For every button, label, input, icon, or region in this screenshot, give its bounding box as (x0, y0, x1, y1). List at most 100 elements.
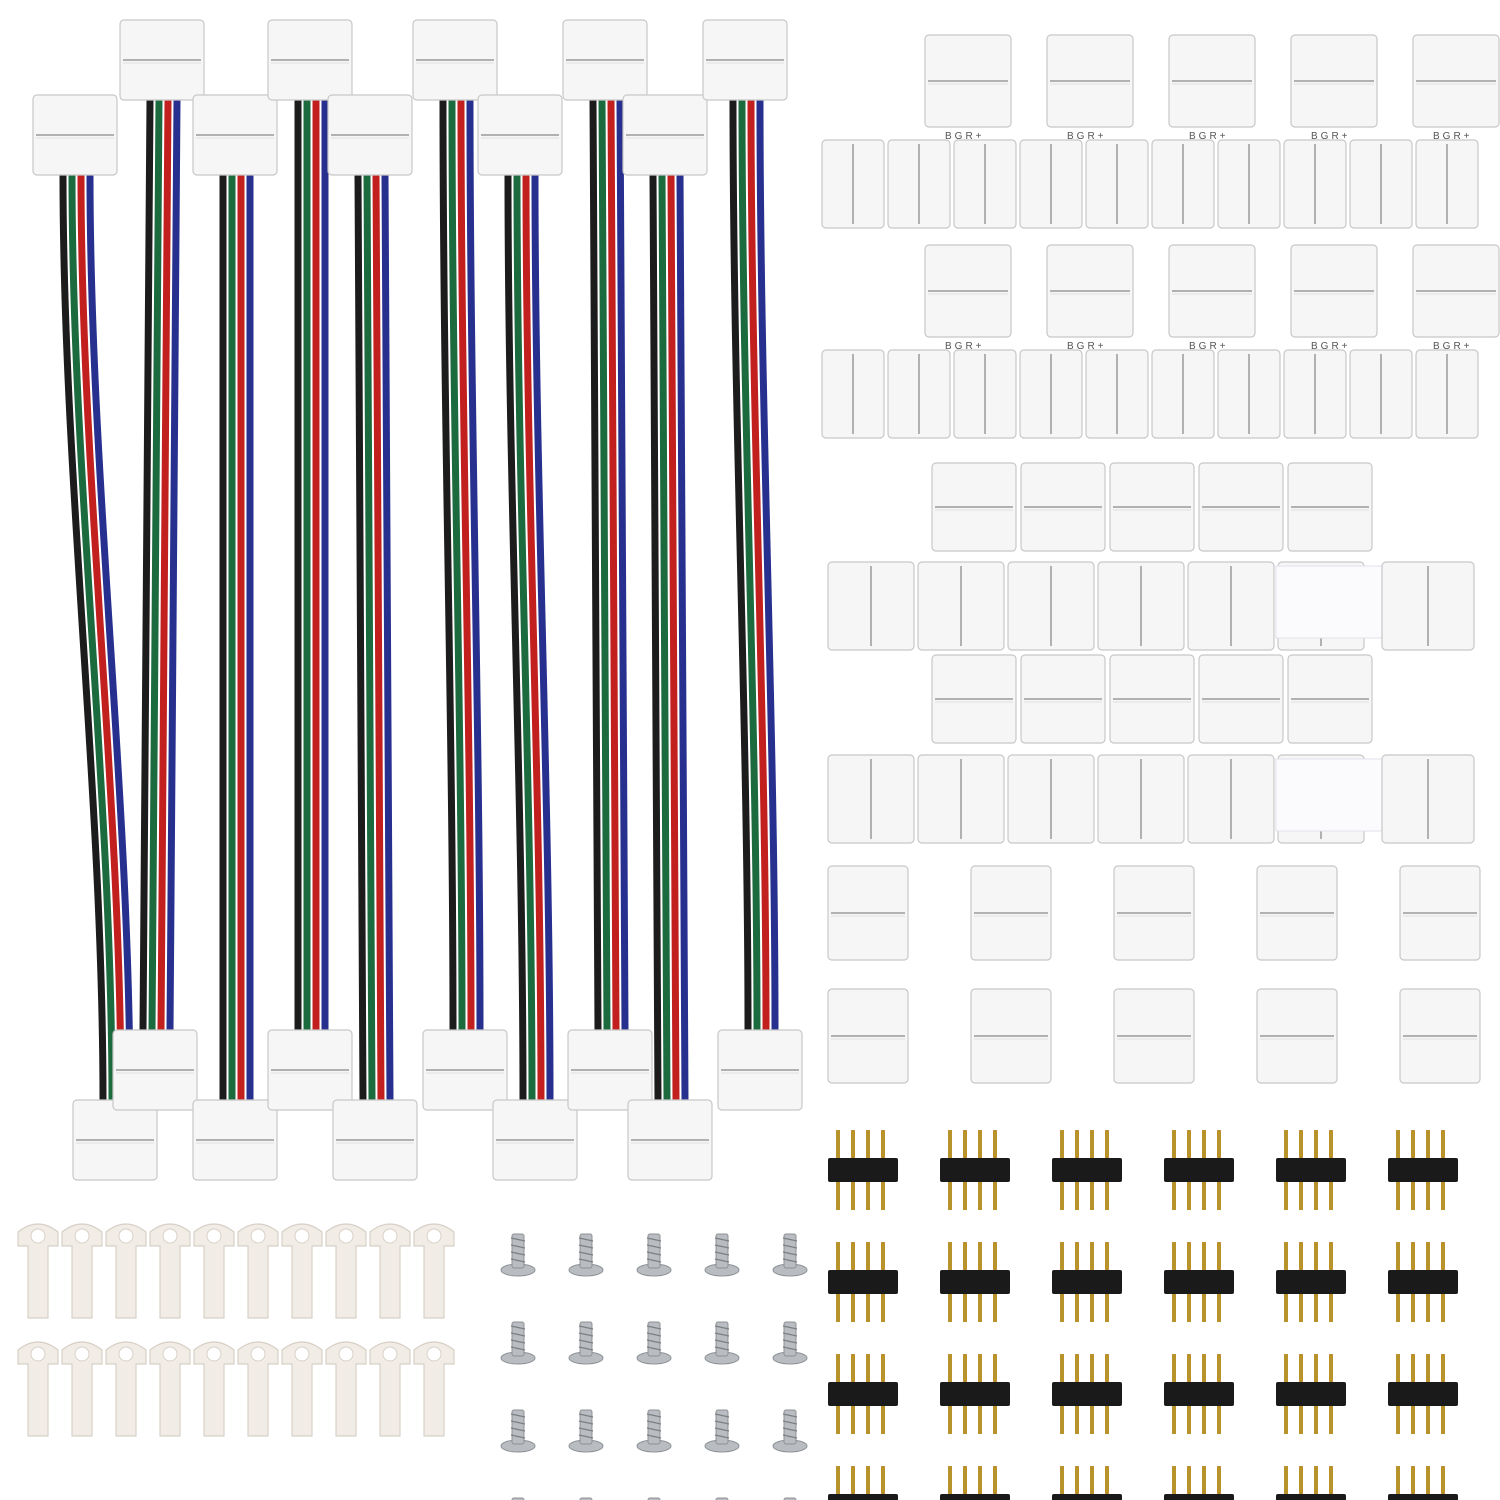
wire (667, 174, 680, 1101)
t-connector-top-clip (1412, 244, 1500, 338)
straight-connector (827, 865, 909, 961)
t-connector-label: BGR+ (1433, 131, 1473, 142)
wire (166, 99, 181, 1031)
t-connector: BGR+ (1290, 34, 1378, 142)
pin-header (828, 1354, 898, 1434)
jumper-cable (562, 19, 653, 1111)
cable-bottom-connector (72, 1099, 158, 1181)
jumper-cable (477, 94, 578, 1181)
t-connector-side-clip (887, 349, 951, 439)
l-connector-top-clip (1287, 654, 1373, 744)
cable-bottom-connector (567, 1029, 653, 1111)
wire (513, 174, 536, 1101)
pin-header (1164, 1130, 1234, 1210)
screw-group (500, 1233, 808, 1500)
t-connector: BGR+ (1290, 244, 1378, 352)
mounting-clip (325, 1223, 367, 1319)
wire (77, 174, 125, 1101)
pin-header (1164, 1466, 1234, 1500)
wire (658, 174, 671, 1101)
mounting-clip (369, 1223, 411, 1319)
pin-header (828, 1242, 898, 1322)
t-connector-label: BGR+ (1189, 131, 1229, 142)
mounting-clip (413, 1223, 455, 1319)
wire (522, 174, 545, 1101)
wire (531, 174, 554, 1101)
t-connector: BGR+ (924, 34, 1012, 142)
wire (607, 99, 620, 1031)
t-connector-label: BGR+ (1189, 341, 1229, 352)
l-connector-side-clip (1381, 561, 1475, 651)
l-connector-side-clip (827, 754, 915, 844)
l-connector-side-clip (1097, 561, 1185, 651)
cable-bottom-connector (192, 1099, 278, 1181)
wire (756, 99, 779, 1031)
t-connector-side-clip (953, 139, 1017, 229)
cable-top-connector (267, 19, 353, 101)
screw (500, 1321, 536, 1365)
t-connector-side-clip (1085, 139, 1149, 229)
screw (704, 1233, 740, 1277)
screw (568, 1409, 604, 1453)
pin-header (828, 1130, 898, 1210)
mounting-clip (105, 1341, 147, 1437)
pin-header (1164, 1354, 1234, 1434)
mounting-clip (17, 1341, 59, 1437)
l-connector-top-clip (1020, 654, 1106, 744)
wire (616, 99, 629, 1031)
cable-top-connector (32, 94, 118, 176)
pin-header (940, 1466, 1010, 1500)
jumper-cable (702, 19, 803, 1111)
pin-header (1052, 1354, 1122, 1434)
pin-header (1388, 1466, 1458, 1500)
t-connector-side-clip (1415, 139, 1479, 229)
wire (439, 99, 457, 1031)
wire (457, 99, 475, 1031)
t-connector-label: BGR+ (1311, 341, 1351, 352)
straight-connector (1113, 865, 1195, 961)
screw (568, 1233, 604, 1277)
t-connector: BGR+ (1412, 244, 1500, 352)
wire (354, 174, 367, 1101)
cable-top-connector (562, 19, 648, 101)
cable-bottom-connector (627, 1099, 713, 1181)
cable-bottom-connector (112, 1029, 198, 1111)
mounting-clip-group (17, 1223, 455, 1437)
mounting-clip (61, 1341, 103, 1437)
t-connector-side-clip (1349, 349, 1413, 439)
wire (649, 174, 662, 1101)
t-connector-top-clip (924, 244, 1012, 338)
pin-header (1164, 1242, 1234, 1322)
t-connector-top-clip (1046, 244, 1134, 338)
screw (704, 1409, 740, 1453)
pin-header (1276, 1242, 1346, 1322)
mounting-clip (61, 1223, 103, 1319)
screw (636, 1409, 672, 1453)
t-connector: BGR+ (1412, 34, 1500, 142)
jumper-cable (622, 94, 713, 1181)
t-connector-top-clip (924, 34, 1012, 128)
t-connector-label: BGR+ (1067, 131, 1107, 142)
l-connector-side-clip (917, 754, 1005, 844)
l-connector-side-clip (917, 561, 1005, 651)
t-connector-side-clip (953, 349, 1017, 439)
l-connector-side-clip (1007, 561, 1095, 651)
cable-bottom-connector (267, 1029, 353, 1111)
wire (381, 174, 394, 1101)
pin-header (940, 1354, 1010, 1434)
wire (676, 174, 689, 1101)
l-connector-side-clip (827, 561, 915, 651)
l-connector-bridge (1275, 565, 1383, 639)
mounting-clip (17, 1223, 59, 1319)
wire (589, 99, 602, 1031)
pin-header (940, 1130, 1010, 1210)
cable-bottom-connector (422, 1029, 508, 1111)
t-connector: BGR+ (1046, 244, 1134, 352)
l-connector-side-clip (1097, 754, 1185, 844)
pin-header (1388, 1130, 1458, 1210)
t-connector-side-clip (887, 139, 951, 229)
straight-connector (827, 988, 909, 1084)
wire (372, 174, 385, 1101)
l-connector-top-clip (931, 462, 1017, 552)
screw (568, 1321, 604, 1365)
